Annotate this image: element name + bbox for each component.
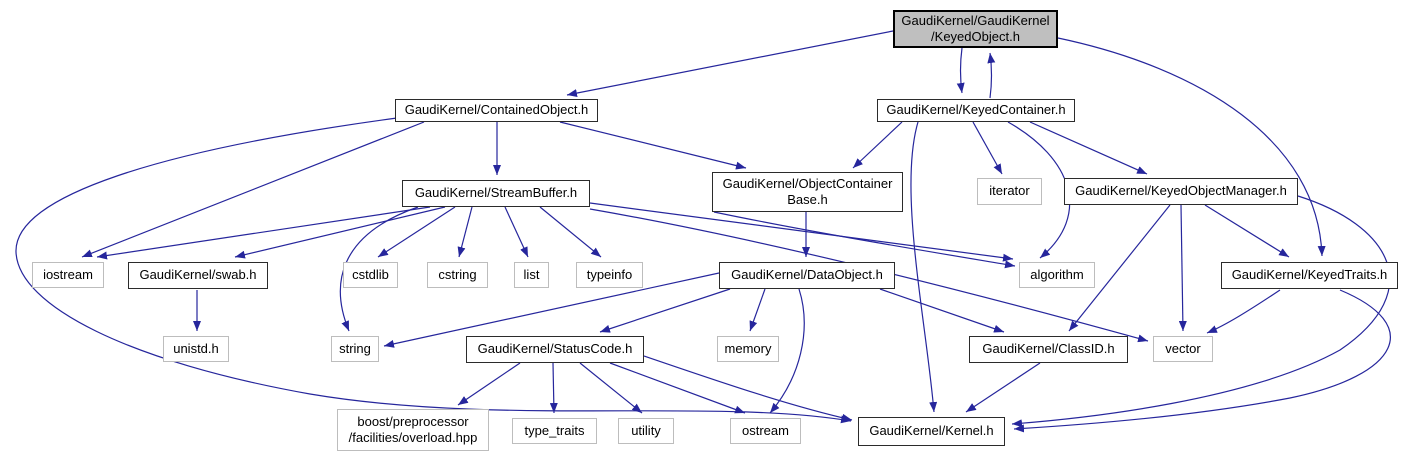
- node-label: GaudiKernel/ContainedObject.h: [404, 102, 589, 118]
- edge-keyedobject-to-keyedcontainer: [956, 47, 965, 94]
- edge-keyedobjectmanager-to-vector: [1178, 204, 1187, 332]
- node-label: utility: [631, 422, 661, 438]
- edge-keyedcontainer-to-objectcontainerbase: [852, 121, 903, 169]
- edge-streambuffer-to-list: [504, 206, 529, 258]
- node-containedobject[interactable]: GaudiKernel/ContainedObject.h: [395, 99, 598, 122]
- node-label: GaudiKernel/KeyedContainer.h: [886, 102, 1066, 118]
- node-utility: utility: [618, 418, 674, 444]
- node-string: string: [331, 336, 379, 362]
- edge-statuscode-to-kernel: [643, 355, 853, 422]
- node-label: string: [339, 340, 371, 356]
- node-label: cstring: [438, 266, 477, 282]
- edge-objectcontainerbase-to-algorithm: [713, 211, 1016, 269]
- node-label: vector: [1165, 340, 1201, 356]
- node-label: memory: [724, 340, 772, 356]
- node-label: cstdlib: [352, 266, 389, 282]
- edge-keyedcontainer-to-keyedobjectmanager: [1029, 121, 1148, 175]
- edge-streambuffer-to-cstring: [457, 206, 473, 258]
- node-label: GaudiKernel/KeyedTraits.h: [1231, 267, 1388, 283]
- node-list: list: [514, 262, 549, 288]
- node-memory: memory: [717, 336, 779, 362]
- node-typeinfo: typeinfo: [576, 262, 643, 288]
- edge-classid-to-kernel: [965, 362, 1041, 413]
- node-keyedobject: GaudiKernel/GaudiKernel/KeyedObject.h: [893, 10, 1058, 48]
- edge-keyedobject-to-keyedtraits: [1057, 37, 1326, 257]
- node-cstring: cstring: [427, 262, 488, 288]
- node-boost: boost/preprocessor/facilities/overload.h…: [337, 409, 489, 451]
- node-label: iterator: [989, 183, 1030, 199]
- edge-streambuffer-to-swab: [234, 206, 446, 259]
- node-label: type_traits: [524, 422, 585, 438]
- node-kernel[interactable]: GaudiKernel/Kernel.h: [858, 417, 1005, 446]
- node-label: list: [523, 266, 540, 282]
- edge-streambuffer-to-typeinfo: [539, 206, 602, 258]
- node-algorithm: algorithm: [1019, 262, 1095, 288]
- edge-statuscode-to-typetraits: [549, 362, 558, 414]
- node-label: GaudiKernel/ObjectContainer: [722, 175, 893, 191]
- node-keyedcontainer[interactable]: GaudiKernel/KeyedContainer.h: [877, 99, 1075, 122]
- node-iterator: iterator: [977, 178, 1042, 205]
- edge-keyedcontainer-to-kernel: [910, 121, 938, 413]
- node-ostream: ostream: [730, 418, 801, 444]
- edge-containedobject-to-iostream: [81, 121, 425, 258]
- edge-statuscode-to-utility: [579, 362, 643, 414]
- node-streambuffer[interactable]: GaudiKernel/StreamBuffer.h: [402, 180, 590, 207]
- node-iostream: iostream: [32, 262, 104, 288]
- node-keyedobjectmanager[interactable]: GaudiKernel/KeyedObjectManager.h: [1064, 178, 1298, 205]
- edge-keyedcontainer-to-keyedobject: [987, 52, 996, 99]
- node-dataobject[interactable]: GaudiKernel/DataObject.h: [719, 262, 895, 289]
- node-label: GaudiKernel/Kernel.h: [869, 423, 994, 439]
- node-statuscode[interactable]: GaudiKernel/StatusCode.h: [466, 336, 644, 363]
- node-label: GaudiKernel/GaudiKernel: [901, 12, 1050, 28]
- node-label: algorithm: [1030, 266, 1084, 282]
- node-keyedtraits[interactable]: GaudiKernel/KeyedTraits.h: [1221, 262, 1398, 289]
- node-label: GaudiKernel/DataObject.h: [731, 267, 883, 283]
- node-label: typeinfo: [586, 266, 633, 282]
- edge-containedobject-to-objectcontainerbase: [559, 121, 747, 170]
- edge-dataobject-to-statuscode: [599, 288, 731, 333]
- edge-keyedobjectmanager-to-keyedtraits: [1204, 204, 1290, 258]
- edge-dataobject-to-classid: [879, 288, 1005, 333]
- edge-streambuffer-to-cstdlib: [377, 206, 456, 258]
- edge-streambuffer-to-iostream: [96, 206, 431, 260]
- node-label: /KeyedObject.h: [931, 29, 1020, 44]
- edge-keyedcontainer-to-iterator: [972, 121, 1003, 175]
- node-classid[interactable]: GaudiKernel/ClassID.h: [969, 336, 1128, 363]
- node-label: GaudiKernel/ClassID.h: [982, 341, 1115, 357]
- node-label: iostream: [43, 266, 93, 282]
- node-typetraits: type_traits: [512, 418, 597, 444]
- edge-dataobject-to-memory: [749, 288, 766, 332]
- edge-keyedobject-to-containedobject: [566, 30, 894, 97]
- node-label: boost/preprocessor: [357, 413, 469, 429]
- node-label: unistd.h: [173, 340, 219, 356]
- node-label: GaudiKernel/StatusCode.h: [477, 341, 633, 357]
- edge-keyedobjectmanager-to-kernel: [1011, 195, 1391, 428]
- node-label: GaudiKernel/swab.h: [139, 267, 257, 283]
- node-label: ostream: [742, 422, 789, 438]
- node-label: GaudiKernel/StreamBuffer.h: [414, 185, 578, 201]
- edge-statuscode-to-boost: [457, 362, 521, 406]
- node-swab[interactable]: GaudiKernel/swab.h: [128, 262, 268, 289]
- edge-keyedtraits-to-vector: [1206, 289, 1281, 334]
- edge-statuscode-to-ostream: [609, 362, 746, 414]
- node-vector: vector: [1153, 336, 1213, 362]
- node-cstdlib: cstdlib: [343, 262, 398, 288]
- node-label: GaudiKernel/KeyedObjectManager.h: [1075, 183, 1287, 199]
- node-unistd: unistd.h: [163, 336, 229, 362]
- node-label: /facilities/overload.hpp: [348, 430, 478, 445]
- node-label: Base.h: [787, 192, 828, 207]
